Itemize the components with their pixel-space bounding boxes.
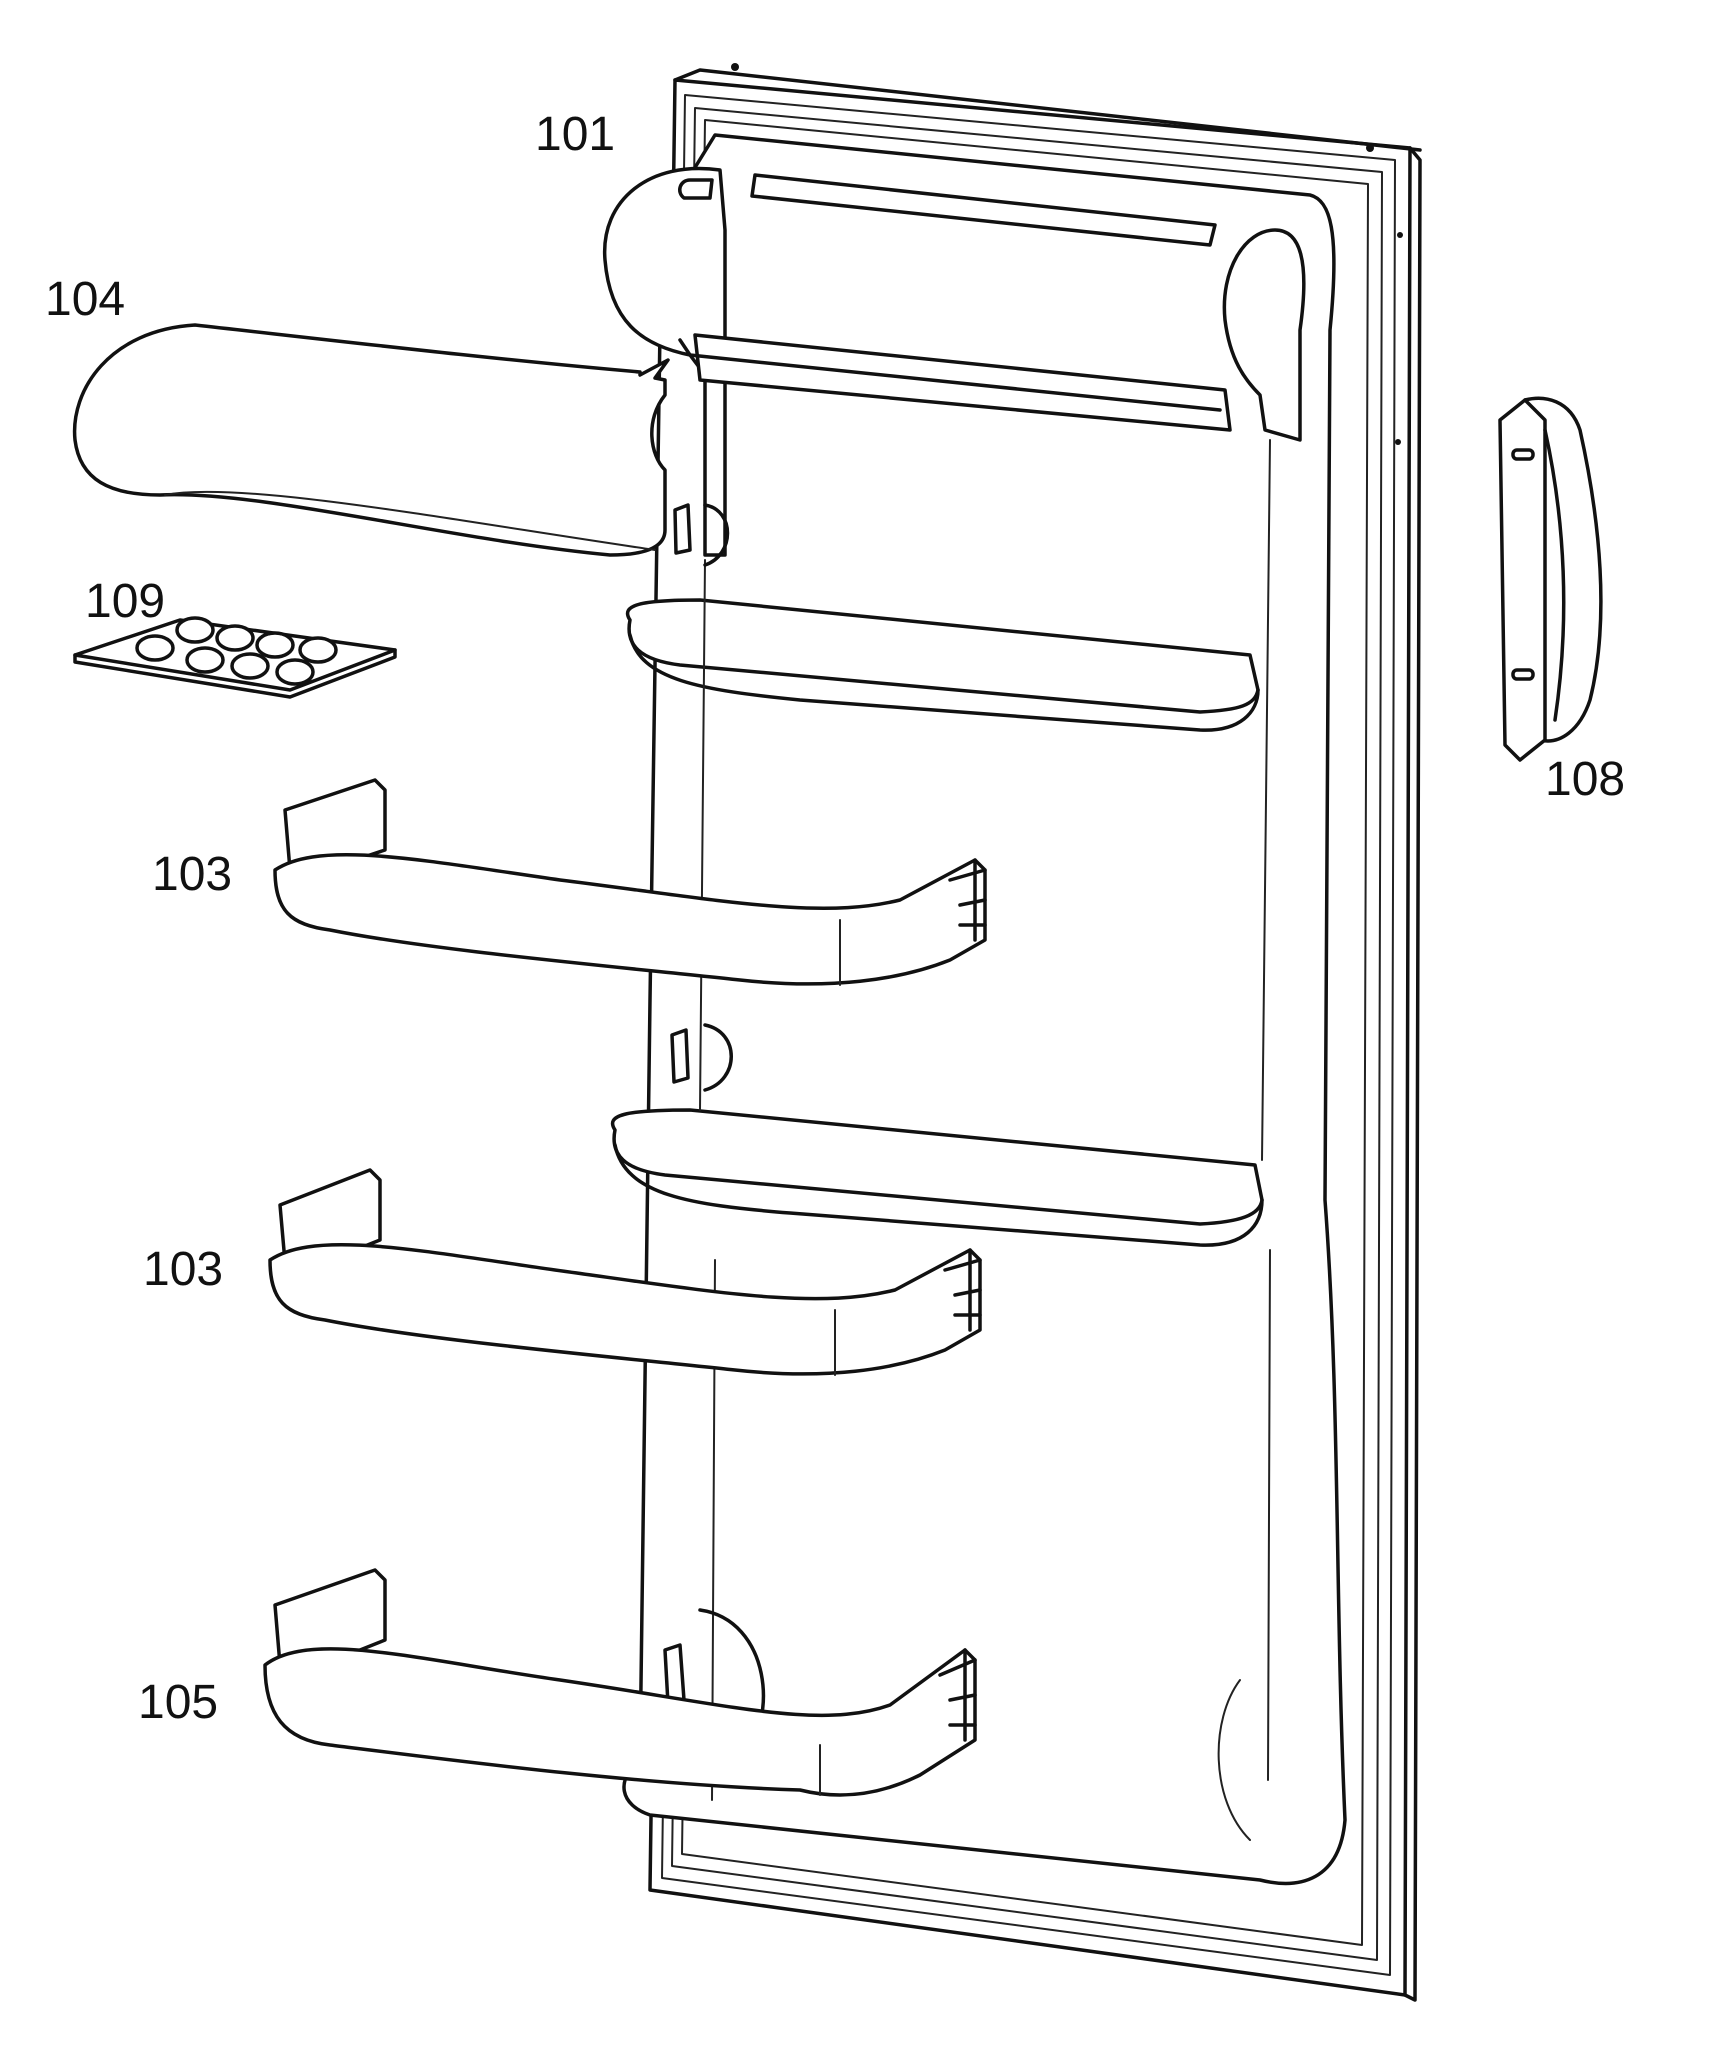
fixed-shelf-upper-front <box>628 633 1260 732</box>
door-handle <box>1498 396 1603 762</box>
door-bin-upper-front <box>273 852 987 986</box>
top-hinge-detail <box>678 178 714 200</box>
label-handle: 108 <box>1545 753 1625 806</box>
egg-tray-edge <box>73 648 397 699</box>
door-bin-lower-end <box>938 1648 977 1742</box>
shelf-cover-body <box>72 323 670 557</box>
door-bin-lower-front <box>263 1647 977 1797</box>
door-bin-upper-end <box>948 858 987 942</box>
label-door-bin-upper: 103 <box>152 848 232 901</box>
top-compartment-back-strip <box>750 173 1217 247</box>
egg-cup <box>255 631 295 659</box>
egg-cup <box>298 636 338 664</box>
door-side-edge <box>1403 146 1422 2002</box>
shelf-cover-underside <box>164 490 656 551</box>
side-hole-1 <box>1397 232 1403 238</box>
egg-cup <box>175 616 215 644</box>
bin-clip-middle <box>670 1023 733 1092</box>
egg-cups <box>135 616 338 686</box>
lower-pocket-curve <box>1217 1679 1251 1841</box>
egg-cup <box>275 658 315 686</box>
egg-cup <box>230 652 270 680</box>
door-bin-lower <box>263 1568 977 1797</box>
egg-tray <box>73 616 397 699</box>
egg-cup <box>185 646 225 674</box>
liner-right-rail <box>1261 439 1271 1781</box>
door-liner <box>603 133 1347 1886</box>
handle-screw-slot-bottom <box>1511 668 1535 681</box>
fixed-shelf-upper <box>625 598 1260 714</box>
door-top-edge <box>673 68 1422 152</box>
label-door-liner: 101 <box>535 108 615 161</box>
door-bin-middle-end <box>943 1248 982 1332</box>
label-door-bin-lower: 105 <box>138 1676 218 1729</box>
hinge-hole-top-left <box>731 63 739 71</box>
bin-clip-upper <box>673 503 730 567</box>
label-door-bin-middle: 103 <box>143 1243 223 1296</box>
door-bin-upper <box>273 778 987 986</box>
door-bin-middle <box>268 1168 982 1376</box>
door-bin-middle-front <box>268 1242 982 1376</box>
fixed-shelf-lower-front <box>613 1143 1264 1247</box>
fixed-shelf-lower <box>610 1108 1264 1226</box>
hinge-hole-top-right <box>1366 144 1374 152</box>
egg-cup <box>135 634 175 662</box>
handle-base-plate <box>1498 398 1547 762</box>
egg-cup <box>215 624 255 652</box>
label-egg-tray: 109 <box>85 575 165 628</box>
top-right-column <box>1222 228 1306 442</box>
side-hole-2 <box>1395 439 1401 445</box>
handle-inner-edge <box>1543 428 1566 722</box>
shelf-cover <box>72 323 670 557</box>
label-shelf-cover: 104 <box>45 273 125 326</box>
handle-screw-slot-top <box>1511 448 1535 461</box>
top-compartment-lip <box>678 338 1222 412</box>
